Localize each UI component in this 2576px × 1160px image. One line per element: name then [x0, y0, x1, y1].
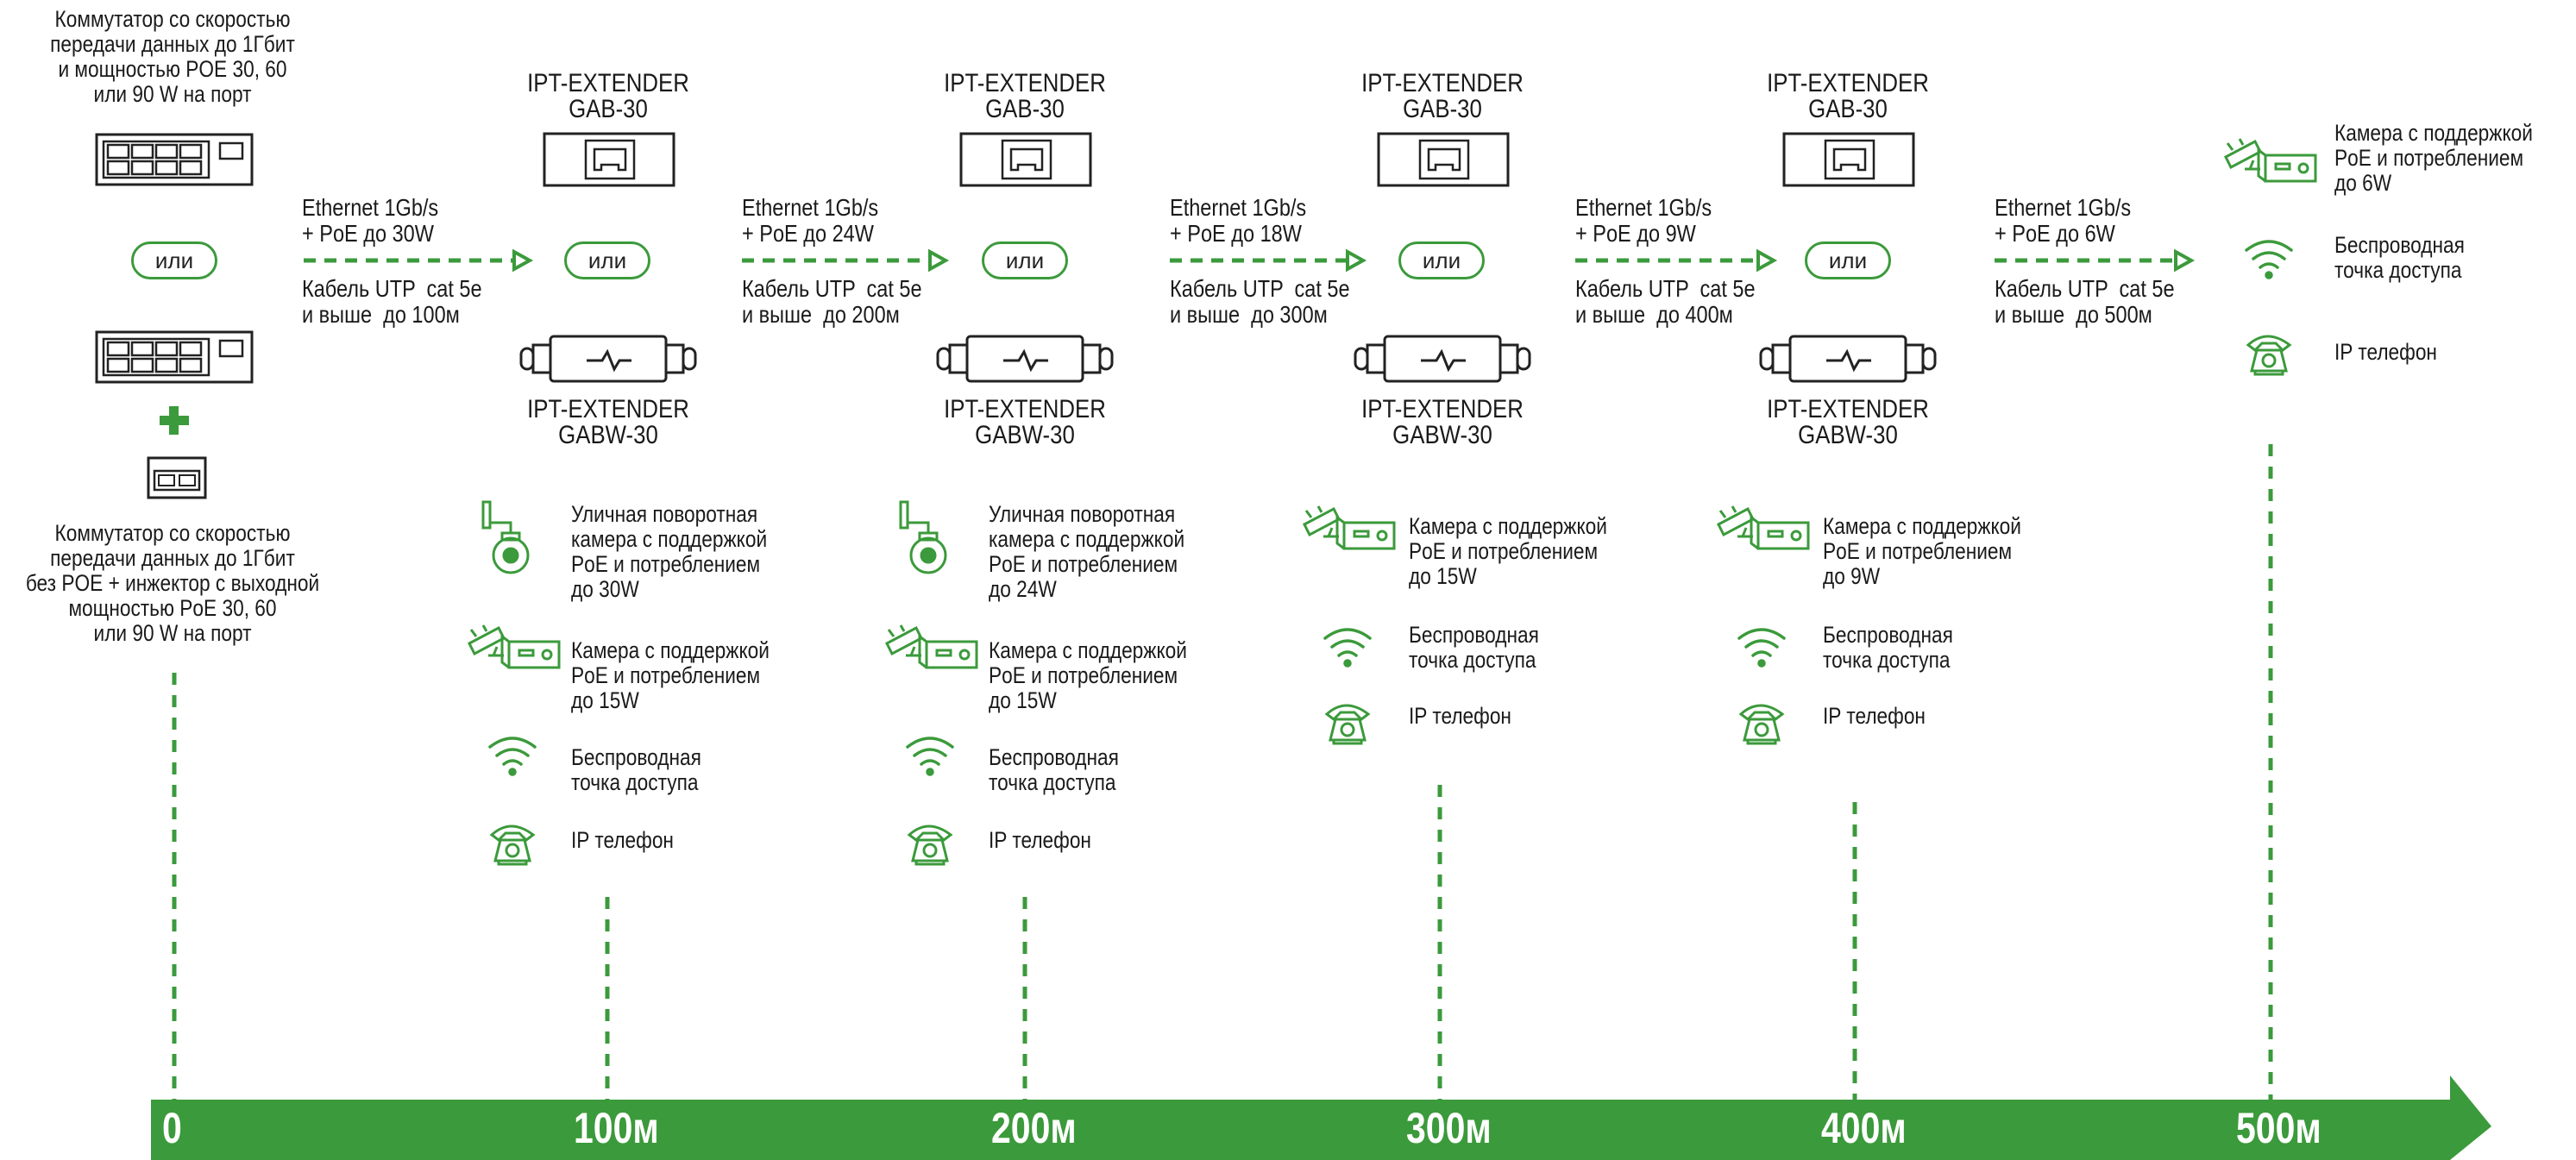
poe-switch-icon [95, 133, 254, 186]
or-badge-3: или [1398, 241, 1485, 279]
ptz-camera-caption-1: Уличная поворотная камера с поддержкой P… [571, 501, 768, 602]
link-arrow-4 [1575, 248, 1778, 273]
extender-gab30-label-1: IPT-EXTENDER GAB-30 [527, 69, 689, 123]
extender-gab30-label-4: IPT-EXTENDER GAB-30 [1767, 69, 1929, 123]
phone-caption-2: IP телефон [989, 827, 1091, 853]
axis-label-400: 400м [1821, 1104, 1907, 1152]
extender-gab30-icon-1 [543, 132, 675, 187]
distance-axis-arrow [151, 1075, 2491, 1160]
link-arrow-5 [1995, 248, 2196, 273]
phone-icon-5 [2246, 335, 2291, 376]
wifi-icon-1 [488, 737, 537, 776]
phone-icon-1 [490, 825, 535, 866]
wifi-icon-2 [906, 737, 954, 776]
axis-label-500: 500м [2236, 1104, 2322, 1152]
axis-label-100: 100м [574, 1104, 659, 1152]
extender-gabw30-icon-2 [936, 335, 1114, 383]
wifi-icon-3 [1323, 628, 1372, 668]
link-4-cable: Кабель UTP cat 5e и выше до 400м [1575, 275, 1756, 328]
wifi-caption-2: Беспроводная точка доступа [989, 744, 1119, 795]
phone-caption-5: IP телефон [2334, 339, 2437, 365]
extender-gabw30-icon-1 [519, 335, 697, 383]
switch-icon [95, 330, 254, 384]
extender-gab30-icon-3 [1377, 132, 1510, 187]
link-1-cable: Кабель UTP cat 5e и выше до 100м [302, 275, 482, 328]
camera-icon-2 [885, 624, 978, 669]
link-arrow-2 [742, 248, 950, 273]
extender-gabw30-icon-3 [1354, 335, 1531, 383]
wifi-icon-4 [1737, 628, 1786, 668]
or-badge-2: или [982, 241, 1068, 279]
link-arrows [304, 248, 2196, 273]
link-arrow-1 [304, 248, 534, 273]
extender-gabw30-label-3: IPT-EXTENDER GABW-30 [1361, 395, 1524, 449]
link-4-speed: Ethernet 1Gb/s + PoE до 9W [1575, 194, 1712, 247]
camera-caption-1: Камера с поддержкой PoE и потреблением д… [571, 637, 770, 713]
phone-icon-4 [1739, 704, 1784, 745]
extender-gabw30-icon-4 [1759, 335, 1937, 383]
axis-label-200: 200м [991, 1104, 1077, 1152]
switch-injector-caption: Коммутатор со скоростью передачи данных … [25, 520, 320, 646]
phone-caption-4: IP телефон [1823, 703, 1926, 729]
link-1-speed: Ethernet 1Gb/s + PoE до 30W [302, 194, 439, 247]
wifi-icon-5 [2245, 240, 2293, 279]
camera-caption-5: Камера с поддержкой PoE и потреблением д… [2334, 120, 2533, 196]
phone-icon-3 [1325, 704, 1370, 745]
link-arrow-3 [1170, 248, 1367, 273]
link-3-cable: Кабель UTP cat 5e и выше до 300м [1170, 275, 1350, 328]
ptz-camera-icon-2 [899, 500, 947, 574]
camera-icon-5 [2224, 137, 2317, 183]
wifi-caption-3: Беспроводная точка доступа [1409, 622, 1539, 673]
wifi-caption-1: Беспроводная точка доступа [571, 744, 701, 795]
camera-icon-4 [1717, 505, 1810, 550]
poe-injector-icon [147, 456, 207, 499]
link-2-cable: Кабель UTP cat 5e и выше до 200м [742, 275, 922, 328]
or-badge-left: или [131, 241, 217, 279]
wifi-caption-5: Беспроводная точка доступа [2334, 232, 2465, 283]
ptz-camera-icon-1 [481, 500, 530, 574]
extender-gab30-icon-4 [1782, 132, 1915, 187]
axis-label-0: 0 [162, 1104, 182, 1152]
camera-caption-3: Камера с поддержкой PoE и потреблением д… [1409, 513, 1607, 589]
plus-icon [160, 406, 189, 435]
camera-icon-1 [468, 624, 561, 669]
poe-switch-caption: Коммутатор со скоростью передачи данных … [50, 6, 295, 107]
extender-gab30-label-2: IPT-EXTENDER GAB-30 [944, 69, 1106, 123]
ptz-camera-caption-2: Уличная поворотная камера с поддержкой P… [989, 501, 1185, 602]
extender-gab30-label-3: IPT-EXTENDER GAB-30 [1361, 69, 1524, 123]
extender-gab30-icon-2 [959, 132, 1092, 187]
link-2-speed: Ethernet 1Gb/s + PoE до 24W [742, 194, 879, 247]
extender-gabw30-label-1: IPT-EXTENDER GABW-30 [527, 395, 689, 449]
link-5-speed: Ethernet 1Gb/s + PoE до 6W [1995, 194, 2132, 247]
phone-caption-1: IP телефон [571, 827, 674, 853]
wifi-caption-4: Беспроводная точка доступа [1823, 622, 1953, 673]
camera-caption-4: Камера с поддержкой PoE и потреблением д… [1823, 513, 2021, 589]
link-3-speed: Ethernet 1Gb/s + PoE до 18W [1170, 194, 1307, 247]
phone-caption-3: IP телефон [1409, 703, 1511, 729]
camera-icon-3 [1303, 505, 1396, 550]
extender-gabw30-label-2: IPT-EXTENDER GABW-30 [944, 395, 1106, 449]
extender-gabw30-label-4: IPT-EXTENDER GABW-30 [1767, 395, 1929, 449]
camera-caption-2: Камера с поддержкой PoE и потреблением д… [989, 637, 1187, 713]
or-badge-4: или [1805, 241, 1891, 279]
phone-icon-2 [908, 825, 952, 866]
or-badge-1: или [564, 241, 650, 279]
axis-label-300: 300м [1406, 1104, 1492, 1152]
tick-connectors [172, 444, 2273, 1100]
link-5-cable: Кабель UTP cat 5e и выше до 500м [1995, 275, 2175, 328]
